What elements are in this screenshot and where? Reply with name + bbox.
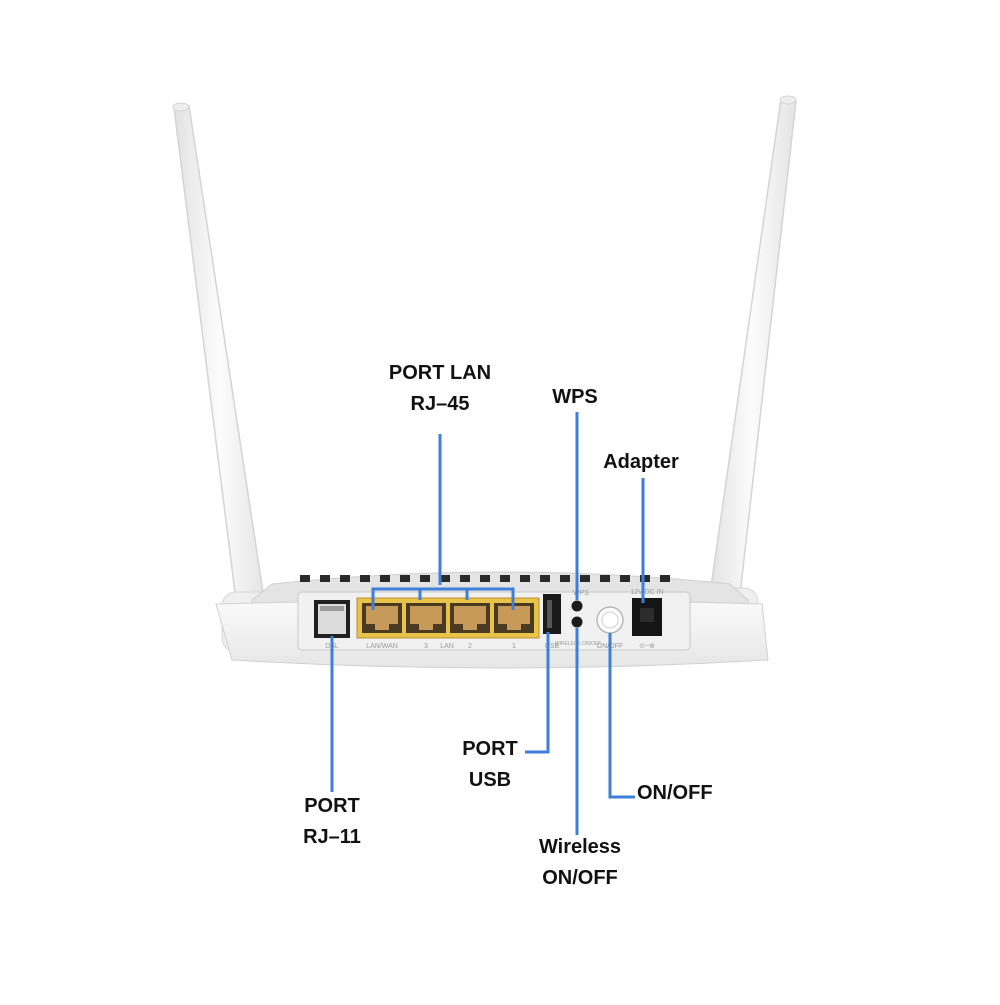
right-antenna: [699, 95, 797, 653]
callout-port-lan-line1: PORT LAN: [388, 362, 492, 384]
dc-jack[interactable]: [632, 598, 662, 636]
panel-label-lan: LAN: [440, 643, 454, 650]
left-antenna: [172, 102, 275, 653]
lan-port-1[interactable]: [494, 603, 534, 633]
usb-port[interactable]: [543, 594, 561, 634]
panel-label-lan3: 3: [424, 643, 428, 650]
panel-label-wps: WPS: [573, 590, 589, 597]
callout-wps-label: WPS: [552, 386, 598, 408]
panel-label-polarity: ⊙−⊕: [639, 643, 655, 650]
vent-slits: [300, 575, 670, 582]
callout-port-usb-line2: USB: [468, 769, 512, 791]
callout-on-off-label: ON/OFF: [637, 782, 713, 804]
panel-label-lan1: 1: [512, 643, 516, 650]
power-button[interactable]: [596, 606, 624, 634]
lan-port-block: [356, 597, 540, 639]
lan-port-3[interactable]: [406, 603, 446, 633]
wireless-toggle-button[interactable]: [571, 616, 583, 628]
callout-port-usb-line1: PORT: [462, 738, 518, 760]
callout-port-usb: PORT USB: [450, 734, 530, 796]
callout-wireless-line2: ON/OFF: [542, 867, 618, 889]
callout-on-off: ON/OFF: [637, 778, 727, 809]
callout-adapter-label: Adapter: [603, 451, 679, 473]
panel-label-usb: USB: [545, 643, 560, 650]
callout-wireless: Wireless ON/OFF: [520, 832, 640, 894]
leader-line-usb: [525, 632, 550, 754]
callout-wps: WPS: [535, 382, 615, 413]
rj11-port[interactable]: [314, 600, 350, 638]
leader-line-onoff: [608, 633, 635, 799]
lan-port-lanwan[interactable]: [362, 603, 402, 633]
wps-button[interactable]: [571, 600, 583, 612]
leader-line-lan: [371, 434, 515, 610]
lan-port-2[interactable]: [450, 603, 490, 633]
callout-port-rj11-line1: PORT: [304, 795, 360, 817]
callout-port-rj11: PORT RJ–11: [282, 791, 382, 853]
panel-label-lanwan: LAN/WAN: [366, 643, 398, 650]
callout-port-lan-line2: RJ–45: [410, 393, 470, 415]
callout-wireless-line1: Wireless: [538, 836, 622, 858]
callout-adapter: Adapter: [586, 447, 696, 478]
panel-label-lan2: 2: [468, 643, 472, 650]
leader-lines: [330, 412, 645, 835]
callout-port-rj11-line2: RJ–11: [303, 826, 361, 848]
callout-port-lan: PORT LAN RJ–45: [370, 358, 510, 420]
panel-label-dcin: 12V DC IN: [630, 589, 663, 596]
